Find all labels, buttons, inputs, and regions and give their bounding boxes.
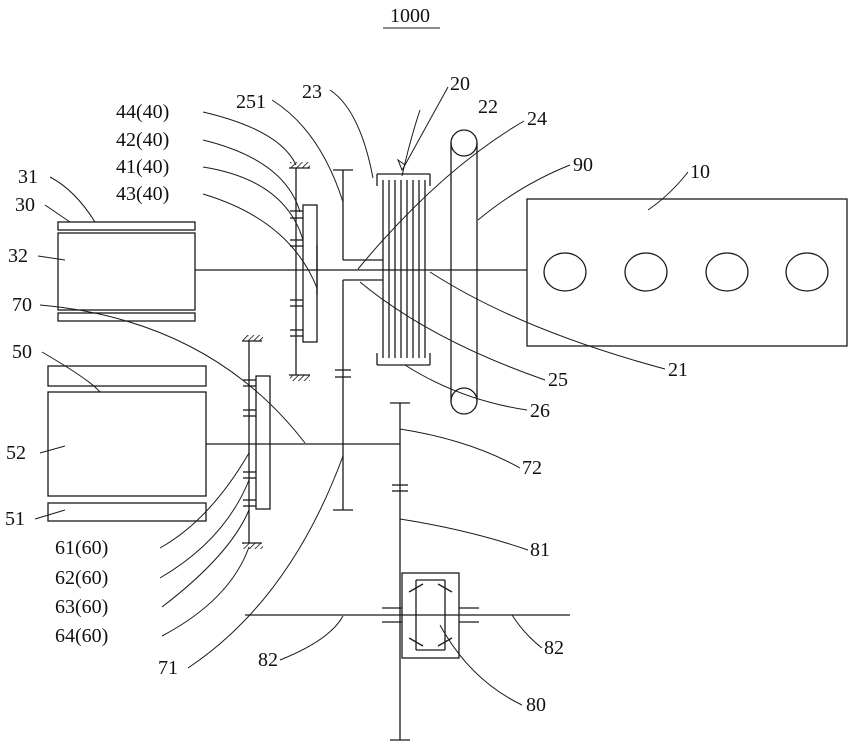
label-26: 26 (530, 400, 550, 422)
belt-90 (450, 129, 478, 415)
label-42: 42(40) (116, 129, 169, 151)
label-22: 22 (478, 96, 498, 118)
label-82-right: 82 (544, 637, 564, 659)
shaft-member-251 (333, 169, 383, 511)
label-61: 61(60) (55, 537, 108, 559)
label-24: 24 (527, 108, 547, 130)
label-23: 23 (302, 81, 322, 103)
label-80: 80 (526, 694, 546, 716)
planetary-gear-set-60 (242, 335, 271, 549)
motor-30 (57, 221, 196, 322)
label-52: 52 (6, 442, 26, 464)
label-62: 62(60) (55, 567, 108, 589)
label-44: 44(40) (116, 101, 169, 123)
label-51: 51 (5, 508, 25, 530)
label-21: 21 (668, 359, 688, 381)
clutch-20 (376, 173, 431, 366)
label-43: 43(40) (116, 183, 169, 205)
leader-lines (34, 86, 689, 706)
label-25: 25 (548, 369, 568, 391)
label-50: 50 (12, 341, 32, 363)
label-81: 81 (530, 539, 550, 561)
label-71: 71 (158, 657, 178, 679)
label-31: 31 (18, 166, 38, 188)
label-41: 41(40) (116, 156, 169, 178)
label-251: 251 (236, 91, 266, 113)
label-20: 20 (450, 73, 470, 95)
label-64: 64(60) (55, 625, 108, 647)
differential-80 (382, 572, 479, 659)
label-32: 32 (8, 245, 28, 267)
label-70: 70 (12, 294, 32, 316)
planetary-gear-set-40 (289, 162, 318, 381)
label-63: 63(60) (55, 596, 108, 618)
label-72: 72 (522, 457, 542, 479)
engine-10 (526, 198, 848, 347)
motor-50 (47, 365, 207, 522)
label-10: 10 (690, 161, 710, 183)
label-30: 30 (15, 194, 35, 216)
callout-labels: 10 20 21 22 23 24 25 251 26 30 31 32 41(… (5, 73, 710, 716)
figure-number: 1000 (390, 5, 430, 27)
label-90: 90 (573, 154, 593, 176)
gear-72-and-shaft-81 (390, 402, 410, 741)
label-82-left: 82 (258, 649, 278, 671)
